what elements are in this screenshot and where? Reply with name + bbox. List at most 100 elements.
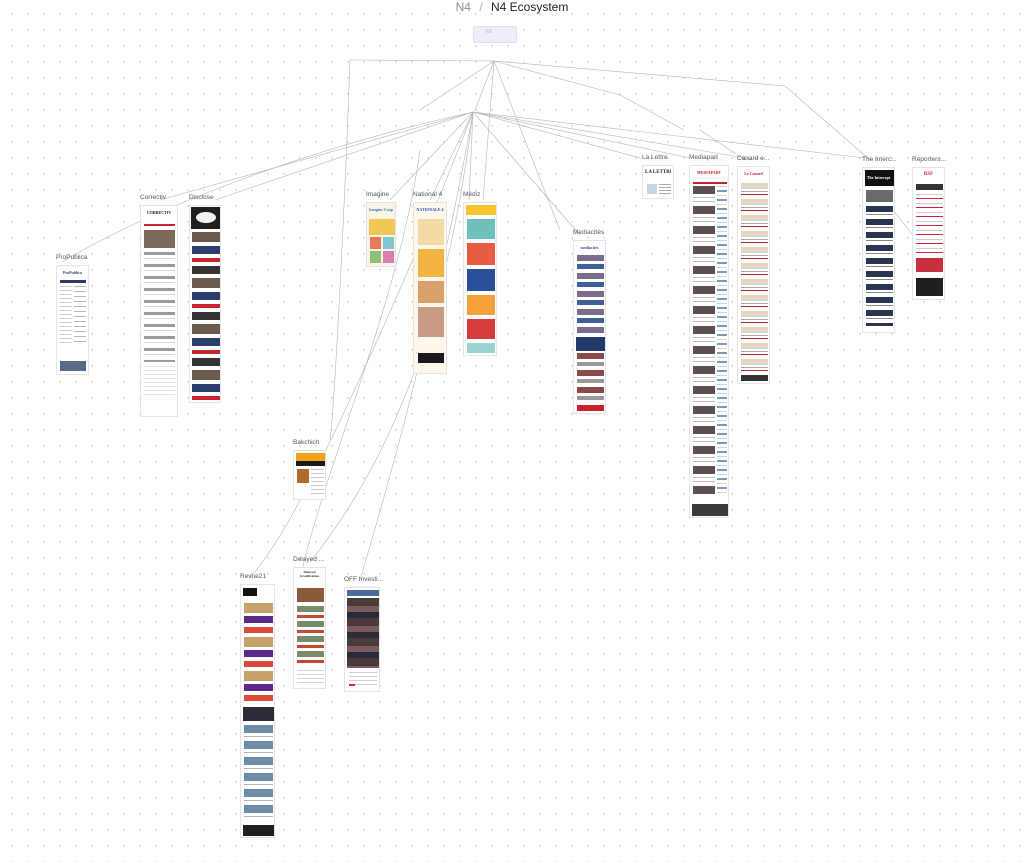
site-logo: Le Canard bbox=[744, 171, 763, 176]
site-logo: LA LETTRE bbox=[645, 170, 671, 175]
site-logo: MEDIAPART bbox=[696, 170, 722, 175]
site-thumbnail: Le Canard bbox=[737, 166, 770, 384]
promo-block bbox=[369, 219, 395, 235]
header-bar bbox=[865, 170, 894, 186]
frame-label: OFF Investi... bbox=[344, 576, 384, 583]
frame-label: Canard e... bbox=[737, 155, 770, 162]
accent-rule bbox=[144, 224, 175, 226]
promo-block bbox=[467, 269, 495, 291]
article-stack bbox=[192, 232, 220, 402]
site-logo: Delayed Gratification bbox=[299, 570, 320, 578]
frame-disclose[interactable]: Disclose bbox=[189, 194, 221, 403]
section-banner bbox=[576, 337, 605, 351]
frame-canard[interactable]: Canard e... Le Canard bbox=[737, 155, 770, 384]
site-thumbnail: RSF bbox=[912, 167, 945, 300]
frame-mediapart[interactable]: Mediapart MEDIAPART bbox=[689, 154, 729, 518]
breadcrumb-separator: / bbox=[479, 0, 483, 14]
article-grid bbox=[244, 725, 273, 820]
frame-national4[interactable]: National 4 NATIONALE 4 bbox=[413, 191, 447, 374]
site-logo: NATIONALE 4 bbox=[416, 207, 444, 212]
root-node-mark bbox=[486, 29, 492, 33]
promo-block bbox=[467, 319, 495, 339]
site-thumbnail: mediacités bbox=[573, 240, 606, 414]
site-logo-block bbox=[243, 588, 257, 596]
footer-links bbox=[349, 672, 377, 686]
site-thumbnail: NATIONALE 4 bbox=[413, 202, 447, 374]
site-thumbnail: Imagine Coop bbox=[366, 202, 396, 267]
site-thumbnail: MEDIAPART bbox=[689, 165, 729, 518]
header-bar bbox=[466, 205, 496, 215]
site-logo: The Intercept bbox=[866, 175, 891, 180]
article-grid bbox=[866, 206, 893, 326]
site-logo: RSF bbox=[923, 172, 934, 177]
root-node[interactable] bbox=[473, 26, 517, 43]
footer-links bbox=[297, 670, 324, 684]
hero-badge bbox=[196, 212, 216, 223]
site-thumbnail bbox=[463, 202, 497, 356]
article-image bbox=[647, 184, 657, 194]
frame-label: Delayed ... bbox=[293, 556, 325, 563]
frame-intercept[interactable]: The Interc... The Intercept bbox=[862, 156, 897, 333]
article-image bbox=[418, 307, 444, 337]
frame-lalettre[interactable]: La Lettre LA LETTRE bbox=[642, 154, 674, 199]
site-thumbnail bbox=[293, 450, 326, 500]
footer-block bbox=[418, 353, 444, 363]
article-column bbox=[693, 186, 715, 496]
site-logo: Imagine Coop bbox=[369, 207, 393, 212]
article-text bbox=[311, 469, 324, 497]
frame-reporters[interactable]: Reporters... RSF bbox=[912, 156, 946, 300]
frame-offinvest[interactable]: OFF Investi... bbox=[344, 576, 383, 692]
article-grid bbox=[577, 353, 604, 403]
promo-block bbox=[467, 295, 495, 315]
footer-block bbox=[692, 504, 728, 516]
frame-mediacites[interactable]: Mediacités mediacités bbox=[573, 229, 606, 414]
article-text bbox=[659, 184, 671, 194]
frame-label: Médiz bbox=[463, 191, 481, 198]
nav-bar bbox=[60, 280, 86, 283]
breadcrumb-parent[interactable]: N4 bbox=[455, 0, 471, 14]
article-list bbox=[916, 194, 943, 254]
nav-bar bbox=[916, 184, 943, 190]
footer-links bbox=[144, 366, 175, 396]
footer-block bbox=[577, 405, 604, 411]
hero-image bbox=[866, 190, 893, 202]
promo-block bbox=[467, 219, 495, 239]
frame-label: ProPublica bbox=[56, 254, 88, 261]
section-banner bbox=[243, 707, 274, 721]
frame-label: Disclose bbox=[189, 194, 214, 201]
frame-label: Bakchich bbox=[293, 439, 320, 446]
site-thumbnail: The Intercept bbox=[862, 167, 895, 333]
site-thumbnail bbox=[240, 584, 275, 838]
footer-block bbox=[60, 361, 86, 371]
frame-propublica[interactable]: ProPublica ProPublica bbox=[56, 254, 89, 375]
site-logo: mediacités bbox=[580, 245, 599, 250]
video-grid bbox=[347, 598, 379, 668]
frame-revue21[interactable]: Revue21 bbox=[240, 573, 275, 838]
tile bbox=[370, 237, 381, 249]
frame-delayed[interactable]: Delayed ... Delayed Gratification bbox=[293, 556, 326, 689]
tile bbox=[383, 237, 394, 249]
accent-rule bbox=[693, 182, 727, 184]
site-thumbnail bbox=[344, 587, 380, 692]
cover-image bbox=[418, 281, 444, 303]
site-logo: CORRECTIV bbox=[146, 210, 172, 215]
frame-mediz[interactable]: Médiz bbox=[463, 191, 497, 356]
frame-correctiv[interactable]: Correctiv CORRECTIV bbox=[140, 194, 178, 417]
frame-label: Mediacités bbox=[573, 229, 605, 236]
cover-image bbox=[418, 219, 444, 245]
text-column bbox=[74, 286, 86, 346]
text-column bbox=[60, 286, 72, 346]
frame-bakchich[interactable]: Bakchich bbox=[293, 439, 326, 500]
cover-image bbox=[418, 249, 444, 277]
tile bbox=[370, 251, 381, 263]
hero-image bbox=[144, 230, 175, 248]
article-grid bbox=[577, 255, 604, 335]
nav-bar bbox=[296, 461, 325, 466]
header-bar bbox=[296, 453, 325, 461]
promo-block bbox=[916, 258, 943, 272]
tile bbox=[383, 251, 394, 263]
frame-imagine[interactable]: Imagine Imagine Coop bbox=[366, 191, 396, 267]
site-thumbnail bbox=[189, 205, 221, 403]
frame-label: Revue21 bbox=[240, 573, 267, 580]
